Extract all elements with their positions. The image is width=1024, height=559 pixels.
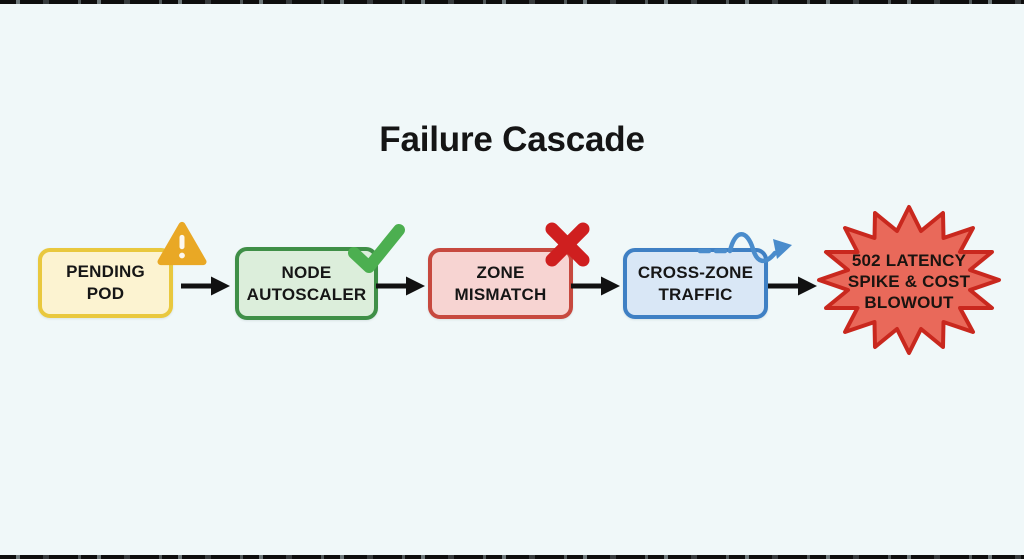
- failure-result-label: 502 LATENCY SPIKE & COST BLOWOUT: [839, 250, 979, 313]
- result-label-line: 502 LATENCY: [851, 251, 967, 270]
- node-cross-zone-traffic: CROSS-ZONE TRAFFIC: [623, 248, 768, 319]
- node-label-line: MISMATCH: [454, 284, 547, 304]
- diagram-title: Failure Cascade: [379, 120, 645, 159]
- flow-arrow: [571, 276, 620, 296]
- x-icon: [545, 222, 590, 267]
- node-label-line: CROSS-ZONE: [637, 262, 754, 282]
- node-label-line: PENDING: [66, 262, 145, 281]
- result-label-line: SPIKE & COST: [847, 272, 971, 291]
- check-icon: [348, 224, 405, 273]
- starburst-shape: [817, 205, 1001, 355]
- flow-arrow: [376, 276, 425, 296]
- wavy-arrow-icon: [698, 232, 792, 263]
- warning-triangle-icon: [157, 221, 207, 266]
- result-label-line: BLOWOUT: [864, 293, 954, 312]
- flow-arrow: [768, 276, 817, 296]
- node-label-line: POD: [86, 284, 125, 303]
- node-label-line: AUTOSCALER: [246, 284, 367, 304]
- node-pending-pod: PENDING POD: [38, 248, 173, 318]
- flow-arrow: [181, 276, 230, 296]
- letterbox-top: [0, 0, 1024, 4]
- node-label-line: TRAFFIC: [658, 284, 733, 304]
- node-label-line: ZONE: [476, 262, 525, 282]
- node-label-line: NODE: [281, 262, 332, 282]
- letterbox-bottom: [0, 555, 1024, 559]
- starburst-polygon: [817, 205, 1001, 355]
